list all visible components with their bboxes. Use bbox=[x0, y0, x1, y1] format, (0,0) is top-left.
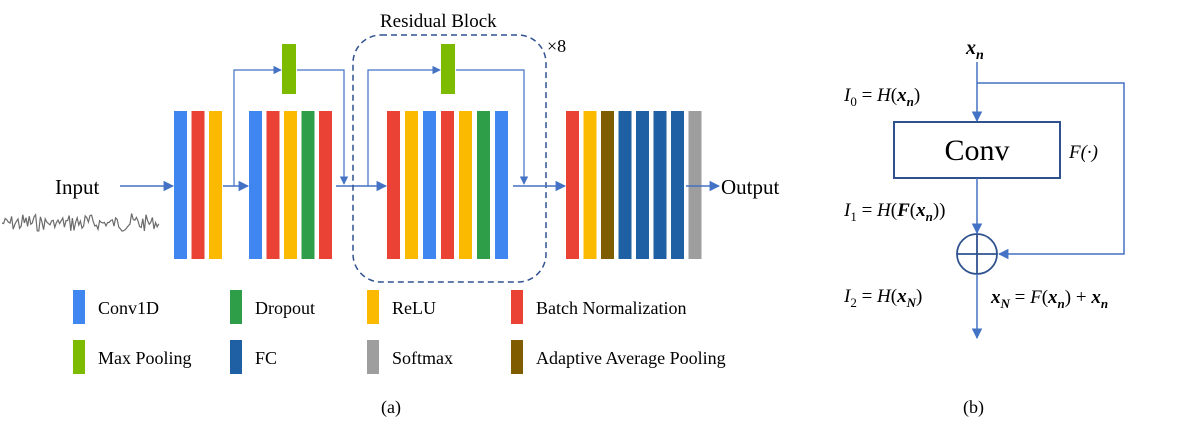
input-label: Input bbox=[55, 175, 99, 199]
layer-bar-conv1d bbox=[495, 111, 508, 259]
layer-bar-conv1d bbox=[423, 111, 436, 259]
layer-bar-relu bbox=[209, 111, 222, 259]
legend-swatch-adaptive-avg-pool bbox=[511, 340, 523, 374]
layer-bar-fc bbox=[636, 111, 649, 259]
layer-bar-softmax bbox=[688, 111, 702, 259]
legend-label-batchnorm: Batch Normalization bbox=[536, 298, 686, 318]
legend-label-maxpool: Max Pooling bbox=[98, 348, 192, 368]
layer-block-1 bbox=[174, 111, 222, 259]
legend-label-conv1d: Conv1D bbox=[98, 298, 159, 318]
max-pooling-bar-1 bbox=[282, 44, 296, 94]
residual-block-frame bbox=[352, 34, 547, 283]
layer-bar-fc bbox=[653, 111, 667, 259]
legend-swatch-batchnorm bbox=[511, 290, 523, 324]
label-i2: I2 = H(xN) bbox=[843, 286, 922, 310]
legend-label-dropout: Dropout bbox=[255, 298, 315, 318]
layer-bar-relu bbox=[459, 111, 472, 259]
skip-connection-1-out bbox=[297, 69, 349, 185]
layer-bar-relu bbox=[284, 111, 297, 259]
layer-bar-dropout bbox=[301, 111, 315, 259]
layer-bar-dropout bbox=[477, 111, 490, 259]
legend-swatch-softmax bbox=[367, 340, 379, 374]
layer-bar-fc bbox=[618, 111, 632, 259]
legend: Conv1D Dropout ReLU Batch NormalizationMax … bbox=[73, 290, 726, 374]
layer-bar-batchnorm bbox=[266, 111, 280, 259]
layer-bar-conv1d bbox=[249, 111, 262, 259]
residual-skip-connection bbox=[367, 65, 441, 186]
layer-bar-conv1d bbox=[174, 111, 187, 259]
legend-swatch-dropout bbox=[230, 290, 242, 324]
layer-bar-fc bbox=[671, 111, 684, 259]
layer-bar-batchnorm bbox=[441, 111, 454, 259]
layer-bar-relu bbox=[583, 111, 597, 259]
legend-label-relu: ReLU bbox=[392, 298, 436, 318]
layer-block-4 bbox=[566, 111, 702, 259]
legend-swatch-maxpool bbox=[73, 340, 85, 374]
input-variable-xn: xn bbox=[965, 37, 984, 63]
layer-bar-relu bbox=[405, 111, 418, 259]
caption-b: (b) bbox=[963, 397, 984, 418]
legend-label-adaptive-avg-pool: Adaptive Average Pooling bbox=[536, 348, 726, 368]
legend-label-fc: FC bbox=[255, 348, 277, 368]
skip-connection-1 bbox=[233, 65, 282, 186]
layer-block-3 bbox=[387, 111, 508, 259]
layer-bar-adaptive-avg-pool bbox=[601, 111, 614, 259]
panel-a: Input Residual Block ×8 Output bbox=[1, 11, 780, 418]
conv-label: Conv bbox=[944, 134, 1009, 167]
layer-bar-batchnorm bbox=[566, 111, 579, 259]
layer-block-2 bbox=[249, 111, 332, 259]
label-i0: I0 = H(xn) bbox=[843, 85, 920, 109]
legend-swatch-fc bbox=[230, 340, 242, 374]
legend-label-softmax: Softmax bbox=[392, 348, 453, 368]
caption-a: (a) bbox=[381, 397, 401, 418]
layer-bar-batchnorm bbox=[191, 111, 205, 259]
residual-equation: xN = F(xn) + xn bbox=[990, 287, 1108, 311]
layer-bar-batchnorm bbox=[387, 111, 400, 259]
legend-swatch-conv1d bbox=[73, 290, 85, 324]
panel-b: xn I0 = H(xn) Conv F(·) I1 = H(F(xn)) I2… bbox=[843, 37, 1125, 418]
conv-box bbox=[893, 121, 1061, 179]
identity-skip-connection bbox=[977, 82, 1125, 260]
residual-repeat-label: ×8 bbox=[547, 36, 566, 56]
residual-block-title: Residual Block bbox=[380, 11, 497, 32]
residual-skip-connection-out bbox=[456, 69, 529, 185]
input-signal-waveform bbox=[1, 213, 160, 232]
f-label: F(·) bbox=[1068, 142, 1098, 163]
max-pooling-bar-2 bbox=[441, 44, 455, 94]
output-label: Output bbox=[721, 175, 780, 199]
legend-swatch-relu bbox=[367, 290, 379, 324]
layer-bar-batchnorm bbox=[319, 111, 332, 259]
label-i1: I1 = H(F(xn)) bbox=[843, 200, 946, 224]
